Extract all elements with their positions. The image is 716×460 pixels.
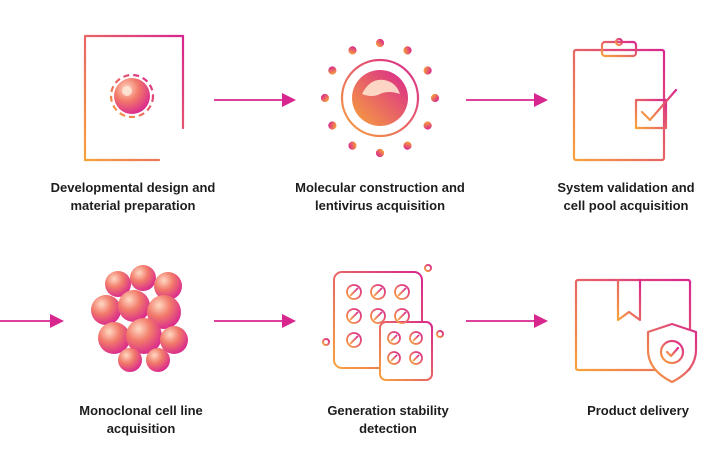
arrow-step4-to-step5 [214, 314, 296, 328]
step-caption-4: Monoclonal cell line acquisition [36, 402, 246, 438]
arrow-step2-to-step3 [466, 93, 548, 107]
step-caption-3: System validation and cell pool acquisit… [521, 179, 716, 215]
virus-icon [320, 38, 440, 158]
caption-line: Developmental design and [50, 180, 216, 195]
cell-cluster-icon [91, 265, 188, 372]
document-design-icon [83, 34, 191, 162]
caption-line: material preparation [70, 198, 196, 213]
caption-line: Molecular construction and [295, 180, 465, 195]
caption-line: acquisition [106, 421, 176, 436]
caption-line: lentivirus acquisition [314, 198, 446, 213]
caption-line: Product delivery [587, 403, 689, 418]
pill-blister-icon [319, 262, 453, 391]
arrow-step5-to-step6 [466, 314, 548, 328]
caption-line: System validation and [557, 180, 695, 195]
arrow-into-step4 [0, 314, 64, 328]
step-caption-1: Developmental design and material prepar… [28, 179, 238, 215]
step-caption-2: Molecular construction and lentivirus ac… [275, 179, 485, 215]
arrow-step1-to-step2 [214, 93, 296, 107]
caption-line: detection [359, 421, 417, 436]
step-caption-5: Generation stability detection [283, 402, 493, 438]
caption-line: cell pool acquisition [563, 198, 689, 213]
step-caption-6: Product delivery [533, 402, 716, 420]
caption-line: Generation stability [327, 403, 449, 418]
caption-line: Monoclonal cell line [79, 403, 203, 418]
clipboard-check-icon [572, 38, 678, 162]
package-shield-icon [574, 278, 698, 384]
